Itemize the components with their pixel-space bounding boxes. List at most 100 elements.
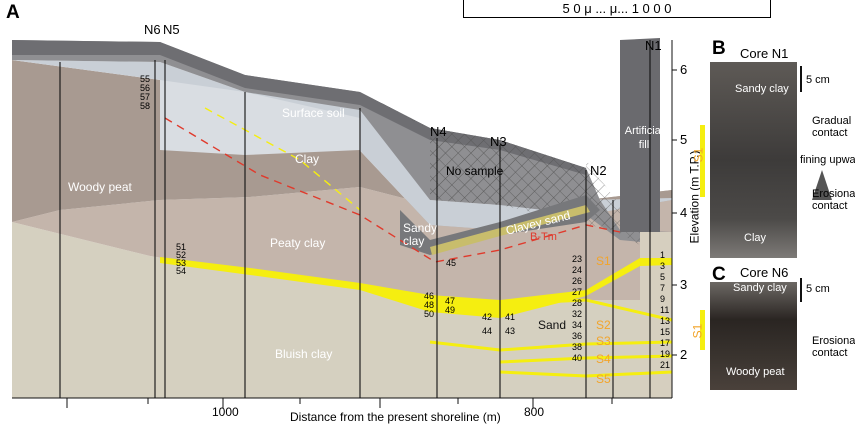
sample-number: 51 (176, 242, 187, 252)
panel-b-s1-bar (700, 125, 705, 197)
samples-n3-right: 41 43 (505, 310, 515, 338)
core-label-n3: N3 (490, 134, 507, 149)
sample-number: 43 (505, 326, 516, 336)
samples-n3-left: 42 44 (482, 310, 492, 338)
core-label-n4: N4 (430, 124, 447, 139)
core-n6-photo (710, 282, 797, 390)
sample-number: 46 (424, 291, 435, 301)
unit-surface-soil: Surface soil (282, 106, 345, 120)
panel-b-s1-label: S1 (691, 147, 706, 163)
s2-label: S2 (596, 318, 611, 332)
s5-label: S5 (596, 372, 611, 386)
panel-c-bottom-unit: Woody peat (726, 366, 785, 378)
panel-b-fining: fining upward (800, 154, 855, 166)
tephra-line-upper (204, 107, 361, 211)
panel-b-contact-top: Gradual contact (812, 115, 852, 139)
sample-number: 49 (445, 305, 456, 315)
sample-number: 57 (140, 92, 151, 102)
bluish-clay-layer (12, 222, 672, 398)
panel-b-scale-bar (800, 66, 802, 92)
panel-b-contact-bottom: Erosional contact (812, 188, 855, 212)
sample-45: 45 (446, 258, 457, 268)
core-label-n2: N2 (590, 163, 607, 178)
unit-sandy-clay: Sandy clay (403, 221, 438, 248)
sample-number: 41 (505, 312, 516, 322)
y-tick-5: 5 (680, 132, 688, 147)
unit-artificial-fill: Artificial fill (624, 125, 664, 151)
samples-n6-top: 55 56 57 58 (140, 75, 150, 111)
sample-number: 53 (176, 258, 187, 268)
sample-number: 28 (572, 298, 583, 308)
samples-n4-right: 47 49 (445, 297, 455, 315)
core-lines (59, 40, 651, 398)
x-tick-1000: 1000 (212, 405, 239, 419)
y-tick-3: 3 (680, 277, 688, 292)
tephra-label: B-Tm (530, 231, 557, 243)
sample-number: 7 (660, 283, 666, 293)
unit-peaty-clay: Peaty clay (270, 236, 326, 250)
panel-b-scale: 5 cm (806, 74, 830, 86)
y-tick-4: 4 (680, 205, 688, 220)
samples-n4-left: 46 48 50 (424, 292, 434, 319)
s3-sand-layer (429, 340, 673, 352)
sample-number: 3 (660, 261, 666, 271)
s1-label: S1 (596, 254, 611, 268)
core-n1-photo (710, 62, 797, 258)
x-axis-label: Distance from the present shoreline (m) (290, 410, 501, 424)
sample-number: 9 (660, 294, 666, 304)
s3-label: S3 (596, 334, 611, 348)
sample-number: 44 (482, 326, 493, 336)
unit-woody-peat: Woody peat (68, 180, 132, 194)
fining-triangle-icon (812, 170, 832, 200)
panel-a-letter: A (6, 2, 20, 23)
panel-c-letter: C (712, 264, 726, 285)
core-label-n1: N1 (645, 38, 662, 53)
sample-number: 21 (660, 360, 671, 370)
core-label-n5: N5 (163, 22, 180, 37)
sample-number: 26 (572, 276, 583, 286)
sample-number: 42 (482, 312, 493, 322)
panel-b-top-unit: Sandy clay (735, 83, 789, 95)
sample-number: 36 (572, 331, 583, 341)
header-box: 5 0 μ ... μ... 1 0 0 0 (463, 0, 771, 18)
panel-c-top-unit: Sandy clay (733, 282, 787, 294)
panel-b-bottom-unit: Clay (744, 232, 767, 244)
sample-number: 56 (140, 83, 151, 93)
sample-number: 24 (572, 265, 583, 275)
samples-n6-mid: 51 52 53 54 (176, 242, 187, 276)
unit-clay: Clay (295, 152, 320, 166)
panel-c-contact: Erosional contact (812, 335, 855, 359)
sample-number: 50 (424, 309, 435, 319)
unit-bluish-clay: Bluish clay (275, 347, 333, 361)
sample-number: 17 (660, 338, 671, 348)
panel-c-scale-bar (800, 278, 802, 302)
s4-label: S4 (596, 352, 611, 366)
sample-number: 15 (660, 327, 671, 337)
sample-number: 13 (660, 316, 671, 326)
sample-number: 11 (660, 305, 670, 315)
panel-c-s1-label: S1 (690, 323, 705, 339)
sample-number: 54 (176, 266, 187, 276)
sample-number: 47 (445, 296, 456, 306)
panel-c-scale: 5 cm (806, 283, 830, 295)
unit-no-sample: No sample (446, 164, 504, 178)
sample-number: 55 (140, 74, 151, 84)
sample-number: 48 (424, 300, 435, 310)
samples-n1: 1 3 5 7 9 11 13 15 17 19 21 (660, 250, 670, 371)
y-tick-2: 2 (680, 347, 688, 362)
light-clay-band (160, 80, 360, 155)
axis-ticks (66, 69, 677, 408)
samples-n2: 23 24 26 27 28 32 34 36 38 40 (572, 254, 582, 364)
sample-number: 5 (660, 272, 666, 282)
cross-section (12, 38, 673, 399)
sample-number: 38 (572, 342, 583, 352)
sample-number: 19 (660, 349, 671, 359)
panel-b-title: Core N1 (740, 46, 789, 61)
sample-number: 40 (572, 353, 583, 363)
panel-b-letter: B (712, 38, 726, 59)
unit-sand: Sand (538, 318, 567, 332)
sample-number: 58 (140, 101, 151, 111)
panel-c-s1-bar (700, 310, 705, 350)
y-tick-6: 6 (680, 62, 688, 77)
panel-c-title: Core N6 (740, 265, 789, 280)
